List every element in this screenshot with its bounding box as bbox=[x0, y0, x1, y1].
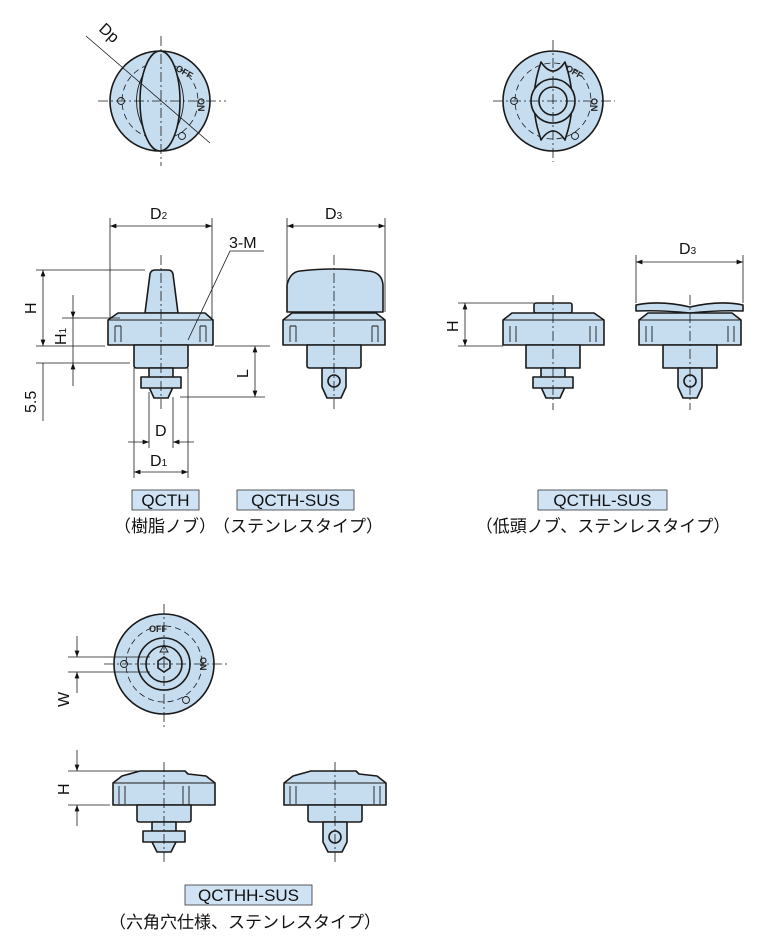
qcthh-top-view: OFF ON bbox=[104, 604, 228, 728]
model-label-qcthl-sus: QCTHL-SUS （低頭ノブ、ステンレスタイプ） bbox=[476, 489, 731, 537]
dial-mark-on: ON bbox=[198, 657, 208, 671]
stainless-knob bbox=[286, 268, 384, 313]
model-note: （樹脂ノブ） bbox=[114, 516, 216, 537]
dim-5-5: 5.5 bbox=[23, 391, 40, 413]
model-code: QCTHH-SUS bbox=[198, 886, 299, 905]
dim-w: W bbox=[56, 691, 73, 707]
dial-mark-on: ON bbox=[196, 98, 206, 112]
dim-l: L bbox=[235, 369, 252, 378]
screw-hole-icon bbox=[178, 132, 186, 140]
dim-d2: D2 bbox=[150, 206, 168, 223]
dimension-lines bbox=[36, 218, 744, 826]
model-note: （低頭ノブ、ステンレスタイプ） bbox=[476, 516, 731, 537]
qcth-sus-side-view bbox=[282, 255, 386, 410]
qcthl-top-view: OFF ON bbox=[493, 40, 615, 162]
dim-h1: H1 bbox=[53, 327, 70, 345]
model-code: QCTH bbox=[141, 491, 189, 510]
model-code: QCTH-SUS bbox=[251, 491, 340, 510]
model-label-qcthh-sus: QCTHH-SUS （六角穴仕様、ステンレスタイプ） bbox=[109, 884, 381, 933]
dim-h: H bbox=[23, 302, 40, 314]
model-label-qcth: QCTH （樹脂ノブ） bbox=[114, 489, 216, 537]
qcthh-sus-side-view-b bbox=[283, 762, 387, 864]
qcth-side-view bbox=[107, 255, 214, 410]
qcth-top-view: OFF ON Dp bbox=[85, 20, 226, 166]
dim-dp: Dp bbox=[95, 20, 122, 46]
qcthl-sus-side-view-a bbox=[502, 295, 605, 410]
dim-3m: 3-M bbox=[229, 235, 257, 252]
screw-hole-icon bbox=[182, 696, 190, 704]
dim-d3-qcthl: D3 bbox=[679, 241, 697, 258]
model-code: QCTHL-SUS bbox=[553, 491, 651, 510]
model-label-qcth-sus: QCTH-SUS （ステンレスタイプ） bbox=[213, 489, 383, 537]
dim-h-qcthh: H bbox=[56, 783, 73, 795]
dial-mark-on: ON bbox=[589, 98, 599, 112]
qcthl-sus-side-view-b bbox=[635, 295, 744, 410]
triangle-mark-icon bbox=[159, 644, 169, 653]
dim-h-qcthl: H bbox=[445, 320, 462, 332]
dim-d1: D1 bbox=[150, 453, 168, 470]
dim-d3: D3 bbox=[325, 206, 343, 223]
model-note: （ステンレスタイプ） bbox=[213, 517, 383, 537]
resin-knob bbox=[144, 269, 179, 314]
model-note: （六角穴仕様、ステンレスタイプ） bbox=[109, 913, 381, 933]
wing-knob bbox=[635, 302, 744, 314]
screw-hole-icon bbox=[571, 132, 579, 140]
dim-d: D bbox=[155, 423, 167, 440]
qcthh-sus-side-view-a bbox=[112, 762, 216, 864]
dial-mark-off: OFF bbox=[149, 624, 167, 634]
